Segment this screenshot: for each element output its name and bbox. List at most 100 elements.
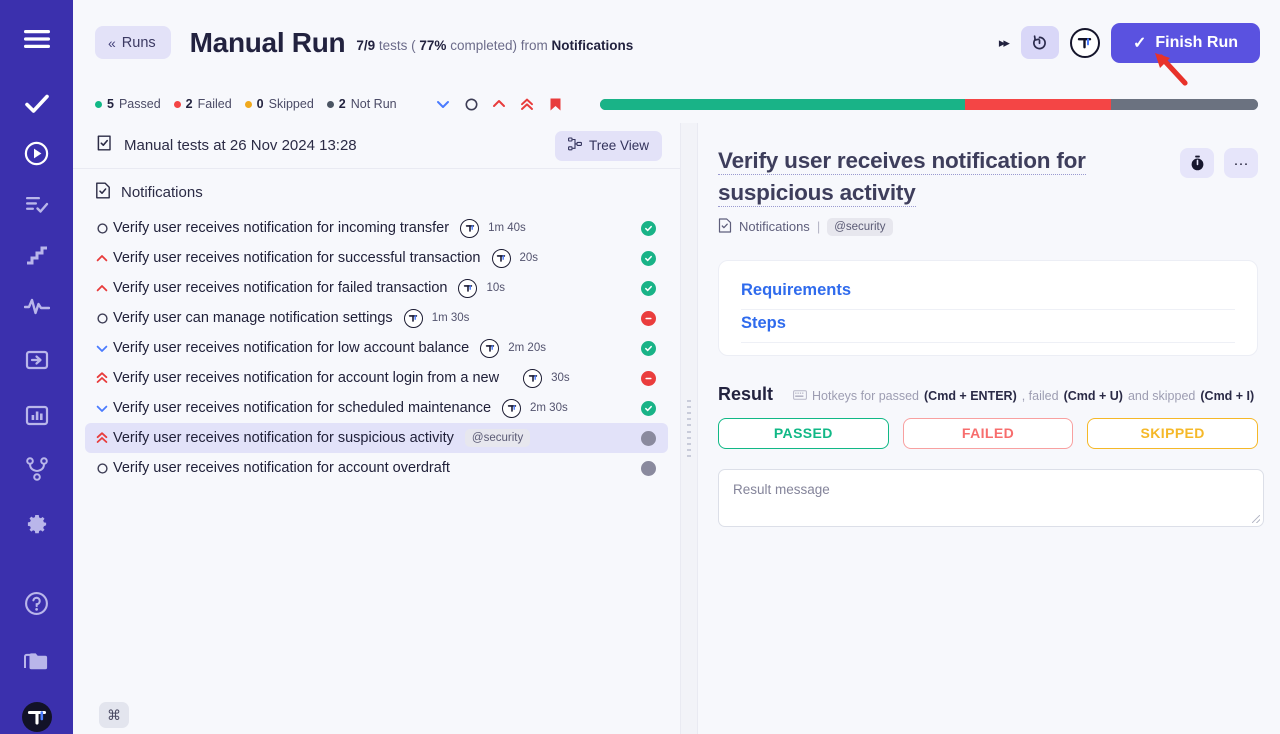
gear-icon[interactable]: [19, 506, 55, 541]
test-detail-panel: Verify user receives notification for su…: [698, 123, 1280, 734]
priority-low-icon[interactable]: [436, 97, 451, 112]
suite-row[interactable]: Notifications: [73, 169, 680, 213]
workspace-avatar[interactable]: [19, 699, 55, 734]
breadcrumb-suite[interactable]: Notifications: [739, 219, 810, 234]
finish-run-button[interactable]: ✓ Finish Run: [1111, 23, 1260, 63]
count-failed: 2 Failed: [174, 97, 232, 111]
stopwatch-icon[interactable]: [1180, 148, 1214, 178]
back-label: Runs: [122, 35, 156, 51]
test-duration: 20s: [520, 252, 539, 264]
check-icon[interactable]: [19, 87, 55, 122]
table-row[interactable]: Verify user receives notification for sc…: [85, 393, 668, 423]
activity-icon[interactable]: [19, 288, 55, 323]
test-name: Verify user can manage notification sett…: [113, 310, 393, 326]
dot-passed: [95, 101, 102, 108]
breadcrumb-separator: |: [817, 219, 820, 234]
table-row[interactable]: Verify user receives notification for ac…: [85, 363, 668, 393]
mark-skipped-button[interactable]: SKIPPED: [1087, 418, 1258, 449]
status-badge: [641, 371, 656, 386]
dot-failed: [174, 101, 181, 108]
run-meta-source: Notifications: [552, 38, 634, 53]
run-progress-bar: [600, 99, 1258, 110]
table-row[interactable]: Verify user can manage notification sett…: [85, 303, 668, 333]
assignee-avatar: [480, 339, 499, 358]
test-name: Verify user receives notification for sc…: [113, 400, 491, 416]
fast-forward-icon[interactable]: ▸▸: [997, 35, 1010, 51]
priority-critical-icon[interactable]: [520, 97, 535, 112]
section-steps[interactable]: Steps: [741, 310, 1235, 343]
test-rows: Verify user receives notification for in…: [73, 213, 680, 483]
test-duration: 1m 30s: [432, 312, 470, 324]
table-row[interactable]: Verify user receives notification for ac…: [85, 453, 668, 483]
finish-run-label: Finish Run: [1155, 34, 1238, 52]
branch-icon[interactable]: [19, 452, 55, 487]
mark-failed-button[interactable]: FAILED: [903, 418, 1074, 449]
test-tag: @security: [465, 429, 530, 447]
detail-actions: ···: [1180, 145, 1258, 178]
tree-view-button[interactable]: Tree View: [555, 131, 662, 161]
priority-high-icon: [91, 284, 113, 293]
back-to-runs-button[interactable]: « Runs: [95, 26, 171, 59]
keyboard-icon: [793, 389, 807, 403]
mark-passed-button[interactable]: PASSED: [718, 418, 889, 449]
result-label: Result: [718, 384, 773, 405]
more-options-icon[interactable]: ···: [1224, 148, 1258, 178]
command-palette-badge[interactable]: ⌘: [99, 702, 129, 728]
suite-name: Notifications: [121, 184, 203, 201]
result-message-placeholder: Result message: [733, 482, 830, 497]
textarea-resize-handle[interactable]: [1252, 515, 1260, 523]
table-row[interactable]: Verify user receives notification for fa…: [85, 273, 668, 303]
detail-title: Verify user receives notification for su…: [718, 145, 1180, 209]
assignee-avatar: [460, 219, 479, 238]
table-row[interactable]: Verify user receives notification for in…: [85, 213, 668, 243]
hotkeys-hint: Hotkeys for passed (Cmd + ENTER) , faile…: [793, 389, 1254, 403]
count-failed-label: Failed: [198, 97, 232, 111]
priority-normal-icon: [91, 463, 113, 474]
test-name: Verify user receives notification for in…: [113, 220, 449, 236]
status-badge: [641, 431, 656, 446]
sections-card: Requirements Steps: [718, 260, 1258, 356]
panel-resize-handle[interactable]: [680, 123, 698, 734]
table-row[interactable]: Verify user receives notification for lo…: [85, 333, 668, 363]
table-row[interactable]: Verify user receives notification for su…: [85, 243, 668, 273]
suite-icon: [718, 218, 732, 236]
user-avatar[interactable]: [1070, 28, 1100, 58]
detail-title-text: Verify user receives notification for su…: [718, 148, 1086, 207]
count-skipped-value: 0: [257, 97, 264, 111]
run-meta-ratio: 7/9: [356, 38, 375, 53]
section-requirements[interactable]: Requirements: [741, 277, 1235, 310]
priority-normal-icon: [91, 313, 113, 324]
chart-icon[interactable]: [19, 397, 55, 432]
left-sidebar: [0, 0, 73, 734]
priority-filters: [436, 97, 563, 112]
priority-low-icon: [91, 404, 113, 413]
test-duration: 10s: [486, 282, 505, 294]
count-not-run: 2 Not Run: [327, 97, 397, 111]
result-header: Result Hotkeys for passed (Cmd + ENTER) …: [718, 384, 1258, 405]
menu-icon[interactable]: [19, 21, 55, 56]
test-name: Verify user receives notification for fa…: [113, 280, 447, 296]
check-icon: ✓: [1133, 33, 1146, 53]
status-counts: 5 Passed 2 Failed 0 Skipped 2 Not Run: [95, 97, 397, 111]
assignee-avatar: [492, 249, 511, 268]
assignee-avatar: [523, 369, 542, 388]
timer-icon[interactable]: [1021, 26, 1059, 59]
priority-low-icon: [91, 344, 113, 353]
table-row[interactable]: Verify user receives notification for su…: [85, 423, 668, 453]
priority-critical-icon: [91, 372, 113, 384]
priority-normal-icon[interactable]: [464, 97, 479, 112]
import-icon[interactable]: [19, 343, 55, 378]
result-message-input[interactable]: Result message: [718, 469, 1264, 527]
help-circle-icon[interactable]: [19, 586, 55, 621]
list-check-icon[interactable]: [19, 187, 55, 222]
test-name: Verify user receives notification for ac…: [113, 370, 499, 386]
steps-icon[interactable]: [19, 238, 55, 273]
breadcrumb-tag[interactable]: @security: [827, 218, 892, 236]
folder-icon[interactable]: [19, 643, 55, 678]
priority-blocker-icon[interactable]: [548, 97, 563, 112]
header-actions: ▸▸ ✓ Finish R: [997, 23, 1260, 63]
priority-high-icon[interactable]: [492, 97, 507, 112]
play-circle-icon[interactable]: [19, 136, 55, 171]
status-badge: [641, 281, 656, 296]
